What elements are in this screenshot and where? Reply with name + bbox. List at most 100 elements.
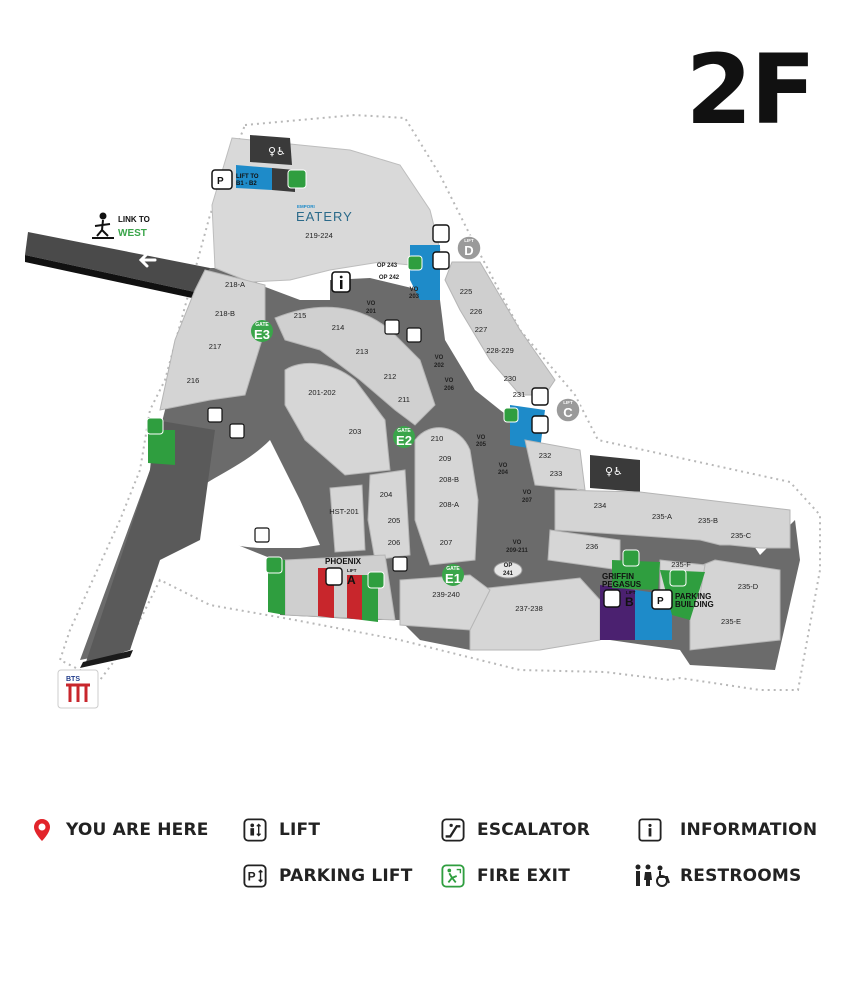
lift-top-shaft	[236, 165, 272, 190]
block-234-235	[554, 489, 791, 549]
vo-label: VO	[513, 540, 522, 546]
block-237-238	[469, 577, 601, 651]
unit-label: 216	[187, 376, 200, 385]
vo-label: VO	[367, 301, 376, 307]
block-201-203	[284, 362, 391, 476]
unit-label: 226	[470, 307, 483, 316]
unit-label: 208-B	[439, 475, 459, 484]
link-west-line1: LINK TO	[118, 215, 150, 224]
vo-label: VO	[499, 463, 508, 469]
block-232-233	[524, 439, 586, 491]
vo-label: 204	[498, 470, 509, 476]
gate-e1-label: E1	[445, 571, 461, 586]
bts-logo: BTS	[57, 669, 99, 709]
parking-lift-icon: P	[651, 589, 673, 610]
unit-label: 218-A	[225, 280, 245, 289]
link-west-line2: WEST	[118, 228, 147, 239]
unit-label: 208-A	[439, 500, 459, 509]
lift-to-line1: LIFT TO	[236, 174, 259, 180]
unit-label: 236	[586, 542, 599, 551]
unit-label: 228-229	[486, 346, 514, 355]
unit-label: 239-240	[432, 590, 460, 599]
unit-label: 219-224	[305, 231, 333, 240]
op-label: OP	[504, 563, 513, 569]
walk-icon	[92, 212, 114, 239]
vo-label: VO	[445, 378, 454, 384]
fire-exit-left	[148, 430, 175, 465]
fire-exit-icon	[146, 169, 687, 589]
unit-label: 227	[475, 325, 488, 334]
unit-label: 235-D	[738, 582, 759, 591]
restroom-right	[590, 455, 640, 492]
unit-label: 235-F	[671, 560, 691, 569]
op-label: OP 242	[379, 275, 400, 281]
unit-label: 237-238	[515, 604, 543, 613]
lift-icon	[325, 224, 621, 608]
lift-c-small: LIFT	[563, 400, 573, 405]
gp-lift-letter: B	[625, 595, 634, 609]
restroom-top	[250, 135, 292, 165]
lift-to-line2: B1 - B2	[236, 181, 257, 187]
gate-e2-marker	[393, 426, 415, 448]
lift-c-letter: C	[563, 405, 573, 420]
unit-label: 232	[539, 451, 552, 460]
vo-label: 205	[476, 442, 487, 448]
unit-label: 218-B	[215, 309, 235, 318]
vo-label: 207	[522, 498, 533, 504]
op241-kiosk	[493, 561, 523, 579]
floor-title: 2F	[685, 34, 816, 146]
phoenix-lift-letter: A	[347, 573, 356, 587]
unit-label: 206	[388, 538, 401, 547]
fire-exit-bottom-left	[268, 560, 285, 615]
unit-label: 215	[294, 311, 307, 320]
gate-e3-marker	[251, 320, 273, 342]
bts-walkway	[85, 420, 215, 665]
unit-label: 230	[504, 374, 517, 383]
lift-d-letter: D	[464, 243, 473, 258]
vo-label: 203	[409, 294, 420, 300]
unit-label: 210	[431, 434, 444, 443]
lift-d-small: LIFT	[464, 238, 474, 243]
gate-e2-small: GATE	[397, 428, 411, 434]
block-204-210	[414, 427, 479, 566]
unit-label: 213	[356, 347, 369, 356]
phoenix-label: PHOENIX	[325, 557, 362, 566]
lift-c-marker	[555, 397, 581, 423]
unit-label: 234	[594, 501, 607, 510]
unit-label: 214	[332, 323, 345, 332]
griffin-label: GRIFFIN	[602, 572, 634, 581]
unit-label: 233	[550, 469, 563, 478]
block-hst	[329, 484, 366, 553]
vo-label: 202	[434, 363, 445, 369]
unit-label: 209	[439, 454, 452, 463]
unit-label: 235-E	[721, 617, 741, 626]
fire-exit-right-b	[612, 560, 660, 590]
unit-label: HST-201	[329, 507, 359, 516]
vo-label: 201	[366, 309, 377, 315]
curved-band-north	[274, 306, 436, 426]
vo-label: VO	[410, 287, 419, 293]
vo-label: 209-211	[506, 548, 528, 554]
left-block	[159, 269, 266, 411]
gp-lift-small: LIFT	[626, 590, 636, 595]
vo-label: VO	[477, 435, 486, 441]
unit-label: 235-C	[731, 531, 752, 540]
gate-e1-small: GATE	[446, 566, 460, 572]
unit-label: 217	[209, 342, 222, 351]
west-link-bridge-edge	[25, 255, 195, 298]
unit-label: 204	[380, 490, 393, 499]
phoenix-lift-small: LIFT	[347, 568, 357, 573]
lift-a-shaft-2	[347, 575, 362, 620]
op-label: OP 243	[377, 263, 398, 269]
block-204-206	[367, 469, 411, 561]
gate-e3-label: E3	[254, 327, 270, 342]
escalator-icon	[207, 319, 422, 572]
parking-label-2: BUILDING	[675, 600, 714, 609]
unit-label: 235-B	[698, 516, 718, 525]
gate-e1-marker	[442, 564, 464, 586]
vo-label: 206	[444, 386, 455, 392]
restroom-icon: ♀♿	[605, 465, 623, 478]
unit-label: 201-202	[308, 388, 336, 397]
svg-text:BTS: BTS	[66, 676, 80, 683]
